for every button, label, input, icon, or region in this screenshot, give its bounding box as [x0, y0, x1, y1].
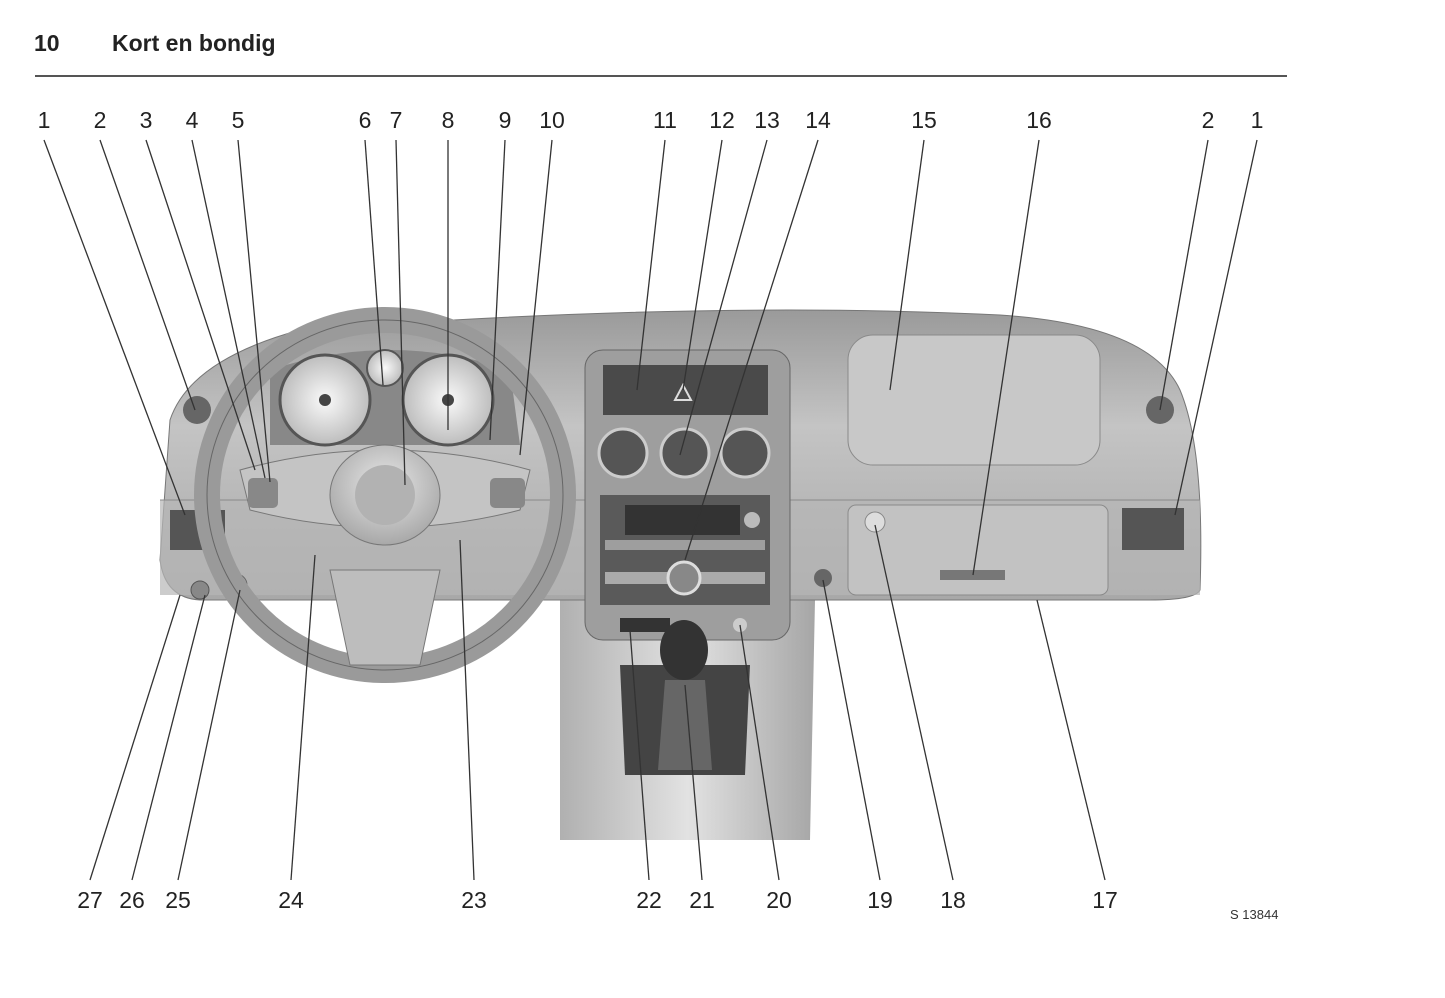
top-leader-line: [237, 139, 271, 483]
top-leader-line: [519, 139, 553, 456]
top-callout-label: 9: [499, 107, 512, 133]
top-leader-line: [43, 139, 186, 516]
dashboard-illustration: [159, 307, 1202, 840]
top-leader-line: [99, 139, 196, 411]
top-leader-line: [889, 139, 925, 391]
top-leader-line: [636, 139, 666, 391]
bottom-leader-line: [131, 594, 206, 881]
top-callout-label: 15: [911, 107, 937, 133]
top-callout-label: 5: [232, 107, 245, 133]
bottom-leader-line: [459, 539, 475, 881]
bottom-callout-label: 23: [461, 887, 487, 913]
top-leader-line: [395, 139, 406, 486]
top-callout-label: 14: [805, 107, 831, 133]
top-callout-label: 1: [38, 107, 51, 133]
leader-lines: [43, 139, 1258, 881]
top-leader-line: [684, 139, 819, 561]
top-leader-line: [489, 139, 506, 441]
top-callout-label: 7: [390, 107, 403, 133]
top-leader-line: [682, 139, 723, 391]
header-rule: [35, 75, 1287, 77]
bottom-callout-label: 26: [119, 887, 145, 913]
bottom-callout-label: 19: [867, 887, 893, 913]
top-callout-label: 3: [140, 107, 153, 133]
bottom-callout-label: 21: [689, 887, 715, 913]
bottom-callout-label: 20: [766, 887, 792, 913]
top-leader-line: [1174, 139, 1258, 516]
top-callout-label: 6: [359, 107, 372, 133]
bottom-leader-line: [822, 579, 881, 881]
page-title: Kort en bondig: [112, 30, 276, 56]
bottom-callout-label: 24: [278, 887, 304, 913]
top-leader-line: [145, 139, 256, 471]
bottom-leader-line: [874, 524, 954, 881]
top-leader-line: [364, 139, 384, 386]
top-callout-label: 10: [539, 107, 565, 133]
page-number: 10: [34, 30, 60, 56]
top-leader-line: [1159, 139, 1209, 411]
top-leader-line: [679, 139, 768, 456]
bottom-leader-line: [89, 594, 181, 881]
top-callout-label: 12: [709, 107, 735, 133]
bottom-leader-line: [684, 684, 703, 881]
top-callout-label: 2: [1202, 107, 1215, 133]
bottom-callout-label: 22: [636, 887, 662, 913]
top-leader-line: [191, 139, 266, 479]
bottom-leader-line: [177, 589, 241, 881]
bottom-leader-line: [739, 624, 780, 881]
top-leader-line: [972, 139, 1040, 576]
bottom-leader-line: [629, 629, 650, 881]
top-callout-label: 13: [754, 107, 780, 133]
top-callout-label: 16: [1026, 107, 1052, 133]
top-callout-label: 4: [186, 107, 199, 133]
bottom-leader-line: [1036, 599, 1106, 881]
top-callout-label: 1: [1251, 107, 1264, 133]
top-callout-label: 11: [653, 107, 677, 133]
bottom-callout-label: 18: [940, 887, 966, 913]
bottom-callout-label: 27: [77, 887, 103, 913]
figure-code: S 13844: [1230, 907, 1279, 922]
bottom-callout-label: 25: [165, 887, 191, 913]
bottom-leader-line: [290, 554, 316, 881]
top-callout-label: 2: [94, 107, 107, 133]
top-callout-label: 8: [442, 107, 455, 133]
bottom-callout-label: 17: [1092, 887, 1118, 913]
